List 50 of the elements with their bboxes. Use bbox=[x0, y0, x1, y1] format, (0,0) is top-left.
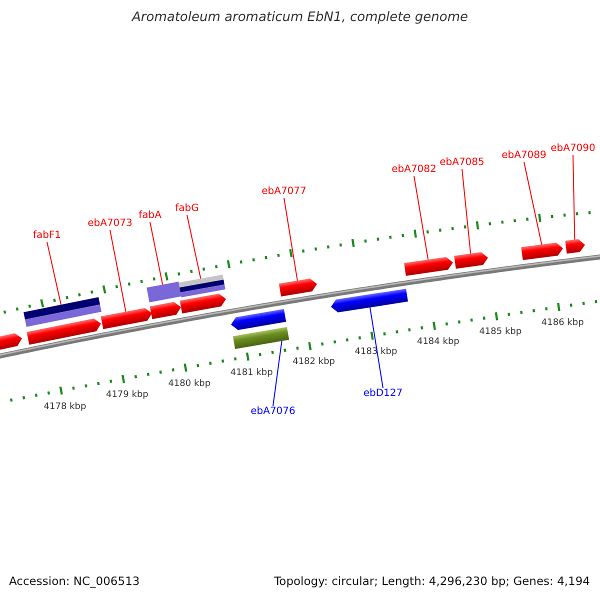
gene-feature bbox=[454, 252, 488, 269]
leader-line bbox=[150, 222, 164, 286]
scale-label: 4181 kbp bbox=[230, 368, 273, 379]
feature-bar bbox=[178, 274, 226, 298]
leader-line bbox=[524, 162, 542, 246]
gene-label: fabF1 bbox=[32, 230, 62, 242]
gene-label: fabA bbox=[138, 210, 162, 222]
gene-label: ebA7077 bbox=[262, 186, 306, 198]
gene-feature bbox=[278, 278, 317, 296]
accession-note: Accession: NC_006513 bbox=[9, 574, 140, 588]
leader-line bbox=[572, 154, 576, 240]
gene-feature bbox=[100, 308, 152, 330]
gene-feature bbox=[231, 308, 286, 330]
scale-label: 4179 kbp bbox=[106, 390, 148, 401]
gene-label: ebA7090 bbox=[550, 143, 596, 155]
leader-line bbox=[370, 306, 384, 388]
gene-feature bbox=[331, 288, 408, 312]
gene-feature bbox=[565, 239, 585, 254]
gene-feature bbox=[26, 318, 101, 345]
scale-label: 4180 kbp bbox=[168, 378, 211, 390]
scale-label: 4182 kbp bbox=[292, 357, 335, 368]
gene-feature bbox=[180, 294, 226, 314]
gene-feature bbox=[150, 302, 181, 320]
gene-feature bbox=[404, 256, 453, 276]
gene-label: ebA7073 bbox=[88, 218, 132, 230]
leader-line bbox=[462, 168, 472, 254]
title: Aromatoleum aromaticum EbN1, complete genome bbox=[130, 10, 469, 25]
leader-line bbox=[414, 176, 429, 260]
gene-label: ebA7089 bbox=[502, 150, 546, 162]
leader-line bbox=[186, 214, 202, 280]
gene-label: fabG bbox=[175, 203, 199, 215]
feature-bar bbox=[146, 282, 182, 302]
feature-bar bbox=[24, 297, 102, 327]
gene-feature bbox=[0, 333, 22, 352]
scale-label: 4178 kbp bbox=[44, 402, 86, 413]
feature-bar bbox=[232, 326, 290, 350]
gene-label: ebA7085 bbox=[440, 157, 484, 169]
gene-label: ebD127 bbox=[363, 388, 403, 400]
leader-line bbox=[46, 242, 62, 306]
leader-line bbox=[284, 198, 298, 282]
scale-label: 4184 kbp bbox=[416, 336, 460, 348]
scale-label: 4183 kbp bbox=[354, 346, 398, 358]
leader-line bbox=[272, 340, 282, 406]
gene-label: ebA7082 bbox=[392, 164, 436, 176]
gene-feature bbox=[521, 242, 563, 260]
scale-label: 4185 kbp bbox=[479, 327, 522, 338]
scale-label: 4186 kbp bbox=[541, 318, 584, 329]
gene-label: ebA7076 bbox=[250, 406, 296, 418]
leader-line bbox=[110, 230, 126, 312]
topology-note: Topology: circular; Length: 4,296,230 bp; Genes: 4,194 bbox=[274, 574, 590, 588]
